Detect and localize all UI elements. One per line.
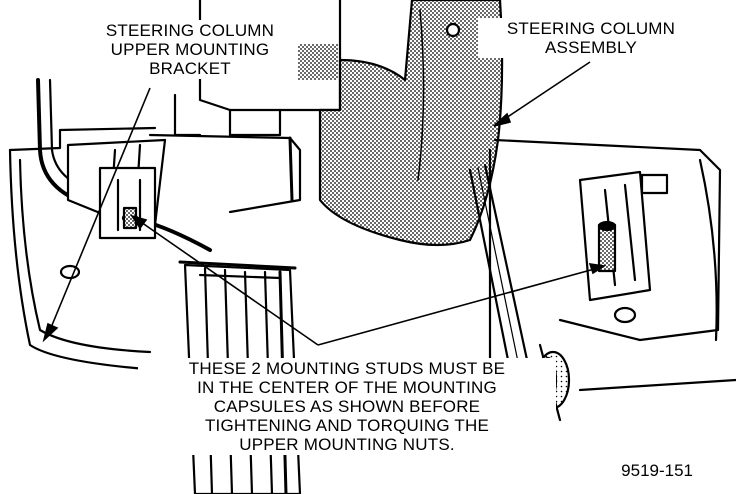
note-leader-left-arrow	[130, 214, 148, 230]
note-line-4: TIGHTENING AND TORQUING THE	[204, 416, 490, 435]
upper-block-step	[173, 93, 202, 137]
assembly-leader-arrow	[493, 112, 512, 127]
bracket-leader-line	[49, 87, 151, 331]
assembly-label-line-1: STEERING COLUMN	[506, 19, 676, 38]
right-panel-lower	[578, 378, 736, 392]
bracket-label-line-2: UPPER MOUNTING	[110, 40, 270, 59]
note-line-3: CAPSULES AS SHOWN BEFORE	[213, 397, 481, 416]
note-line-1: THESE 2 MOUNTING STUDS MUST BE	[188, 359, 506, 378]
note-line-2: IN THE CENTER OF THE MOUNTING	[197, 378, 497, 397]
bracket-callout-label: STEERING COLUMN UPPER MOUNTING BRACKET	[82, 20, 298, 79]
dash-panel-outline	[8, 148, 242, 374]
upper-block-face	[228, 108, 282, 137]
bracket-leader-arrow	[42, 322, 59, 343]
note-leader-right	[317, 267, 599, 346]
steering-column-highlight	[417, 9, 425, 181]
right-mounting-stud	[597, 220, 617, 273]
figure-number: 9519-151	[618, 460, 696, 482]
right-bracket-frame	[493, 138, 722, 342]
center-plate-edge	[288, 136, 294, 202]
note-leader-right-arrow	[588, 263, 607, 275]
column-bolt-hole	[445, 22, 461, 38]
note-leader-left	[137, 219, 319, 346]
note-line-5: UPPER MOUNTING NUTS.	[239, 435, 455, 454]
right-corner-tab	[640, 173, 669, 195]
assembly-label-line-2: ASSEMBLY	[545, 38, 637, 57]
dash-panel-inner	[18, 158, 152, 354]
assembly-leader-line	[499, 61, 591, 123]
assembly-callout-label: STEERING COLUMN ASSEMBLY	[478, 18, 704, 58]
bracket-label-line-1: STEERING COLUMN	[105, 21, 275, 40]
bracket-label-line-3: BRACKET	[149, 59, 231, 78]
dash-panel-top	[8, 126, 157, 152]
left-panel-hole	[59, 264, 81, 280]
right-panel-hole	[613, 306, 637, 324]
shaded-tab	[298, 44, 338, 80]
right-panel-edge	[698, 158, 718, 342]
steering-column-shape	[318, 0, 504, 247]
center-plate	[148, 133, 302, 214]
right-panel-upper	[488, 148, 562, 362]
mounting-studs-note: THESE 2 MOUNTING STUDS MUST BE IN THE CE…	[138, 358, 556, 455]
